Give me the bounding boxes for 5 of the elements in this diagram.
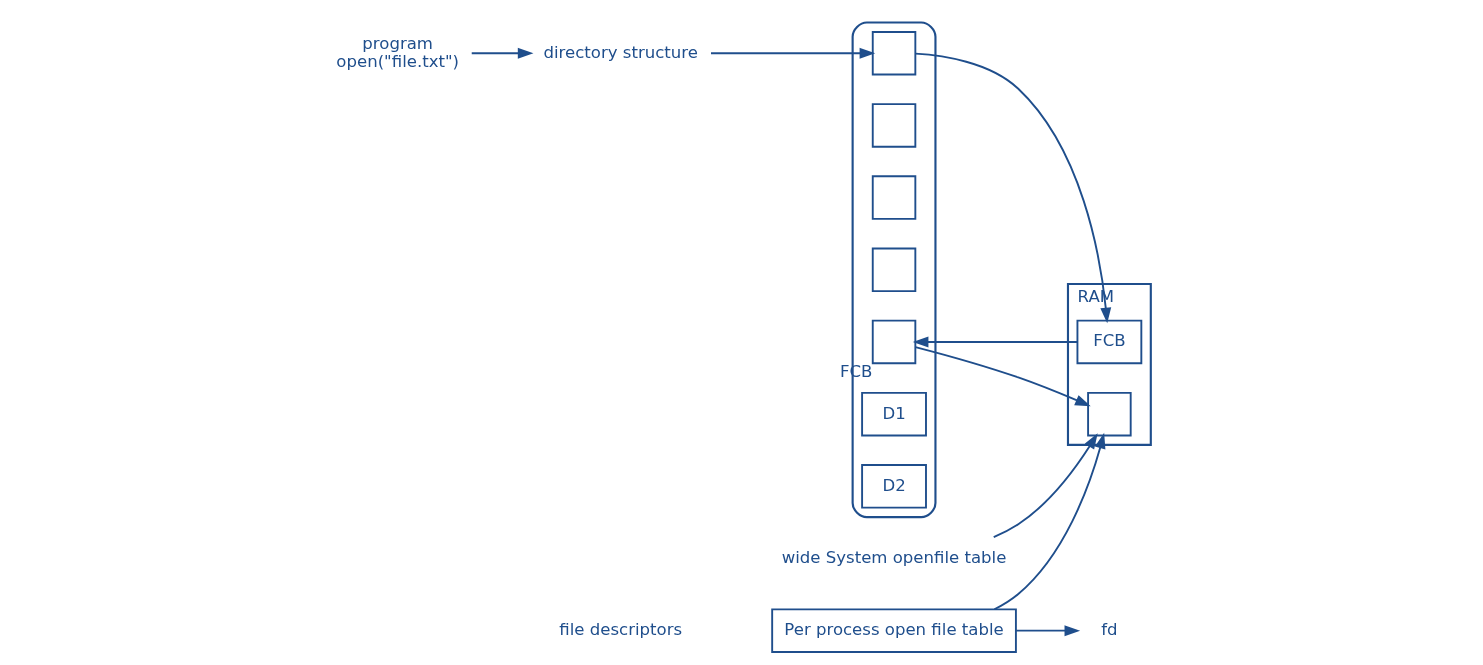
node-text: wide System openfile table — [781, 547, 1006, 567]
node-text: program open("file.txt") — [335, 33, 459, 71]
node-text: fd — [1100, 620, 1118, 640]
node-text: directory structure — [543, 42, 698, 62]
label: file descriptors — [558, 620, 682, 640]
